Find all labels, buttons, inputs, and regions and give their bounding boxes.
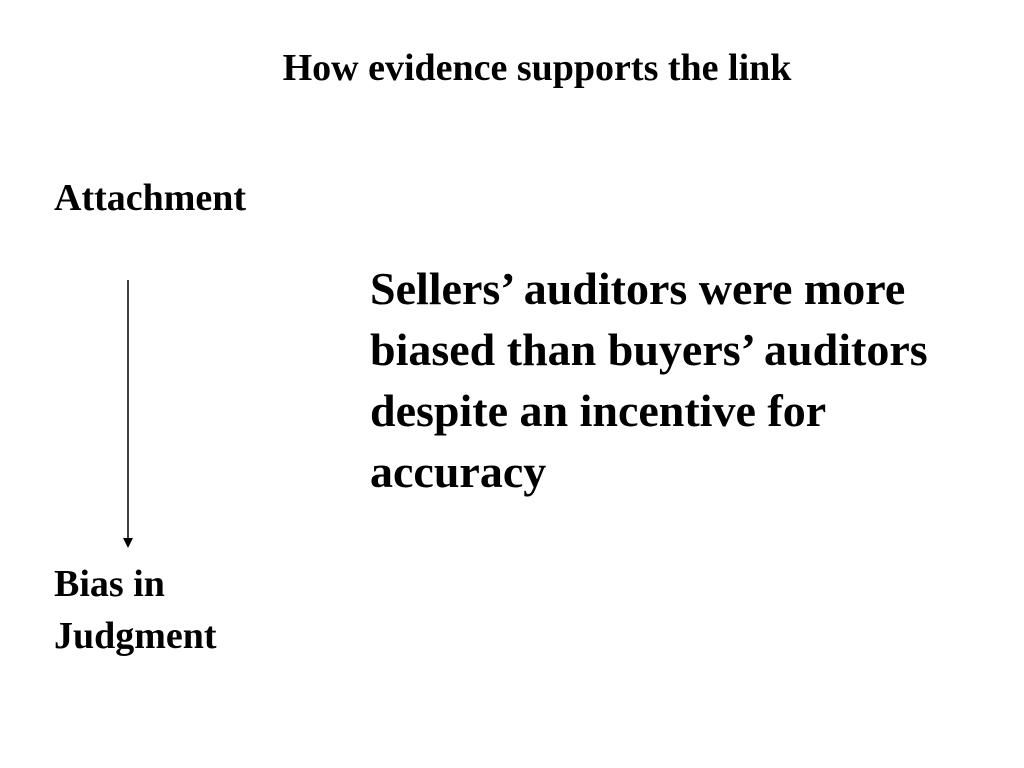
evidence-line-1: Sellers’ auditors were more [370,263,906,314]
evidence-line-2: biased than buyers’ auditors [370,324,928,375]
cause-label: Attachment [54,177,247,219]
effect-label: Bias in Judgment [54,558,314,662]
evidence-line-3: despite an incentive for [370,385,827,436]
evidence-statement: Sellers’ auditors were more biased than … [370,258,1010,502]
effect-label-line-1: Bias in [54,563,165,605]
slide-title: How evidence supports the link [282,47,792,89]
down-arrow [123,280,133,548]
evidence-line-4: accuracy [370,446,547,497]
effect-label-line-2: Judgment [54,615,217,657]
